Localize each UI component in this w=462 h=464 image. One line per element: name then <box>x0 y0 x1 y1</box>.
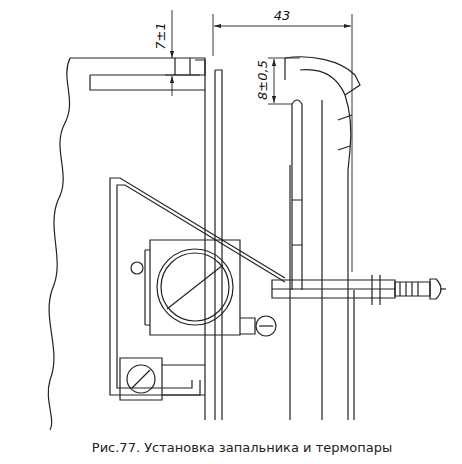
dimension-label: 8±0,5 <box>256 59 269 101</box>
dimension-label: 43 <box>273 9 292 22</box>
figure-caption: Рис.77. Установка запальника и термопары <box>92 441 392 454</box>
dimension-label: 7±1 <box>154 21 167 50</box>
